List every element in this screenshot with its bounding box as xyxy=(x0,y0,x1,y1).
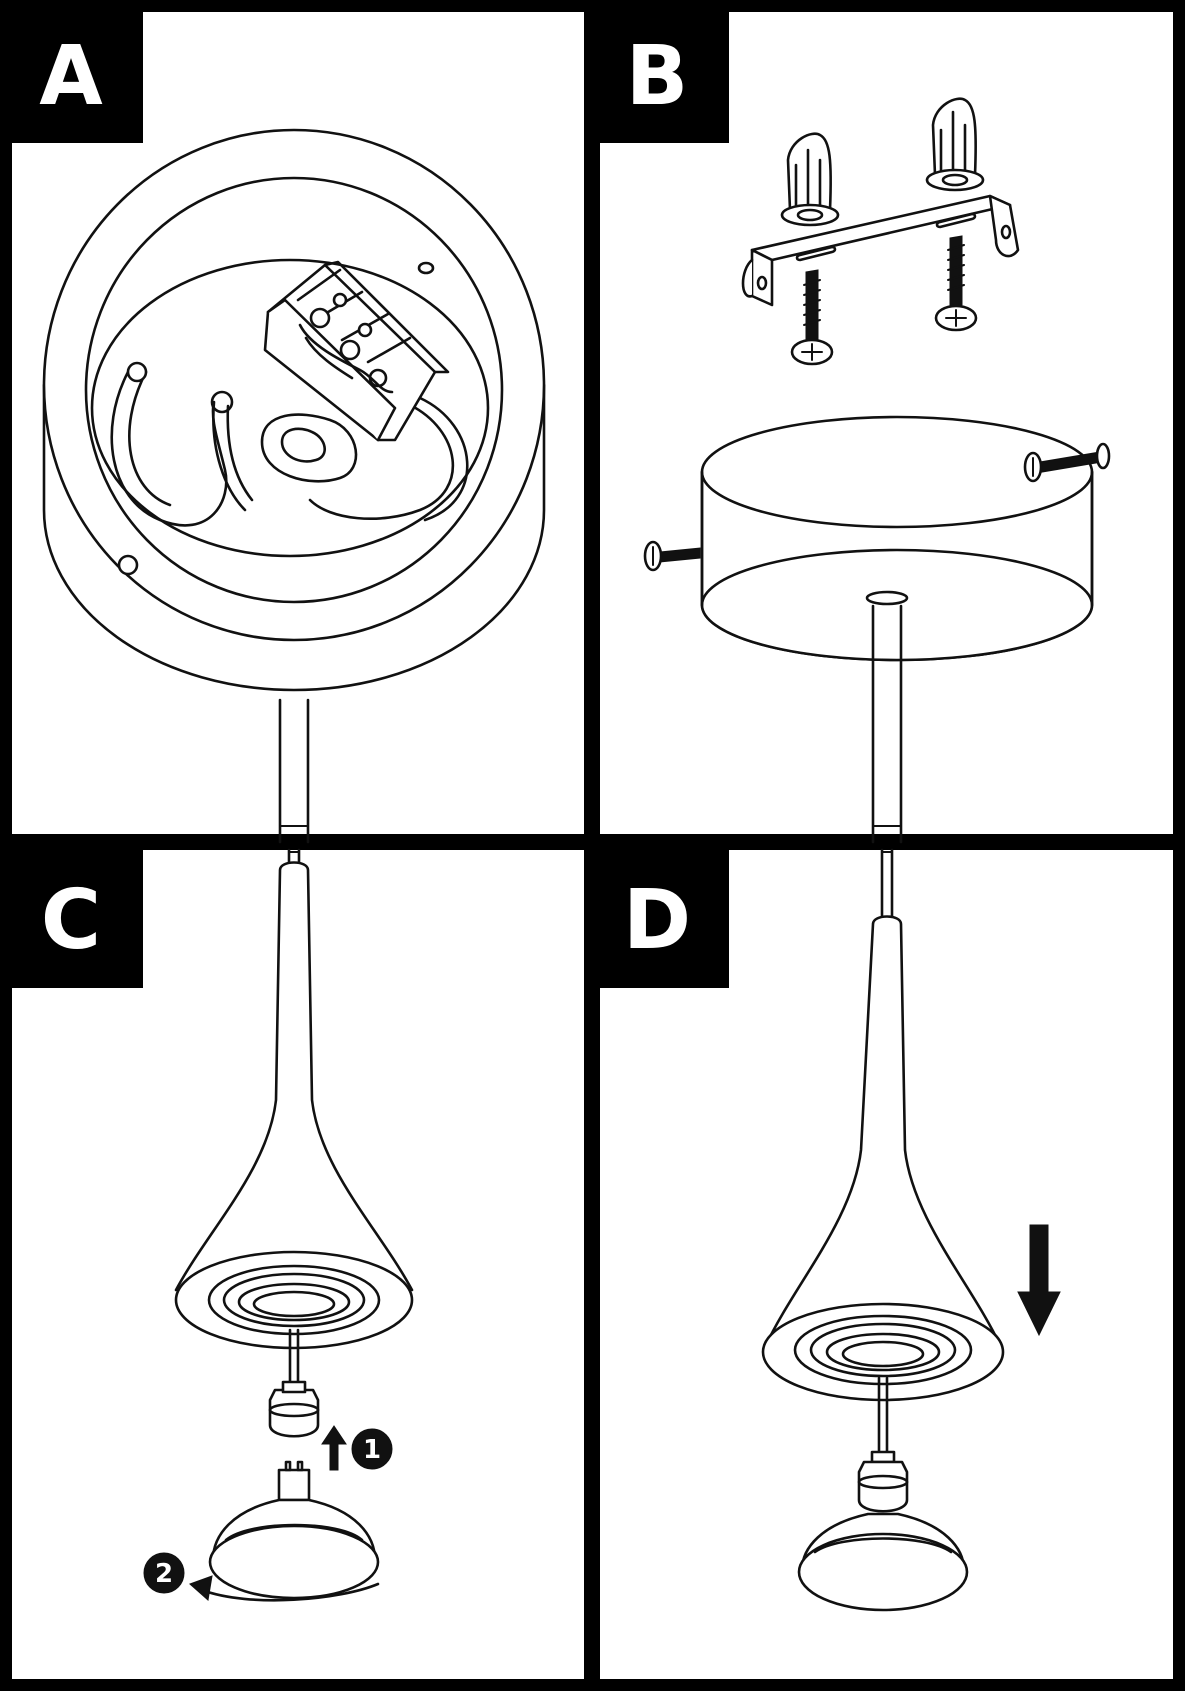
canopy-inner-hole xyxy=(417,261,435,275)
bracket-screw-right xyxy=(934,235,978,332)
panel-d-label: D xyxy=(623,873,691,968)
canopy-side-hole-left xyxy=(117,554,139,576)
panel-a-label: A xyxy=(39,29,103,124)
pendant-shade-c xyxy=(174,861,414,1350)
canopy-cable-hole xyxy=(865,590,909,606)
wall-plug-right xyxy=(925,97,985,192)
canopy-screw-left xyxy=(643,540,701,572)
internal-wires xyxy=(110,361,469,527)
pendant-stem-b xyxy=(871,604,903,844)
canopy-screw-right xyxy=(1023,442,1111,483)
pendant-stem-a xyxy=(278,698,310,844)
gu10-bulb-c xyxy=(208,1460,380,1600)
gu10-bulb-d xyxy=(797,1512,969,1612)
panel-b-label-box xyxy=(586,0,729,143)
panel-c-label-box xyxy=(0,842,143,988)
step-1-number: 1 xyxy=(363,1435,381,1465)
lamp-socket-c xyxy=(268,1328,320,1438)
cable-hook xyxy=(260,413,358,483)
panel-c-label: C xyxy=(41,873,101,968)
pendant-shade-d xyxy=(761,915,1005,1402)
terminal-block xyxy=(263,260,450,442)
ceiling-canopy-open xyxy=(42,128,546,692)
up-arrow-icon xyxy=(321,1425,347,1471)
down-arrow-icon xyxy=(1017,1224,1061,1337)
panel-a-label-box xyxy=(0,0,143,143)
pendant-cable-d xyxy=(880,848,894,924)
panel-d-label-box xyxy=(586,842,729,988)
panel-b: B xyxy=(586,0,1111,844)
ceiling-canopy-closed xyxy=(700,415,1094,662)
lamp-socket-d xyxy=(857,1376,909,1513)
bracket-screw-left xyxy=(790,269,834,366)
panel-d: D xyxy=(586,842,1061,1612)
wall-plug-left xyxy=(780,132,840,227)
step-2-indicator: 2 xyxy=(143,1552,380,1602)
step-2-number: 2 xyxy=(155,1559,173,1589)
curved-arrow-icon xyxy=(200,1582,380,1602)
panel-b-label: B xyxy=(626,29,689,124)
step-1-indicator: 1 xyxy=(321,1425,393,1471)
panel-a: A xyxy=(0,0,546,844)
mounting-bracket xyxy=(741,194,1020,307)
panel-c: C 1 xyxy=(0,842,414,1602)
